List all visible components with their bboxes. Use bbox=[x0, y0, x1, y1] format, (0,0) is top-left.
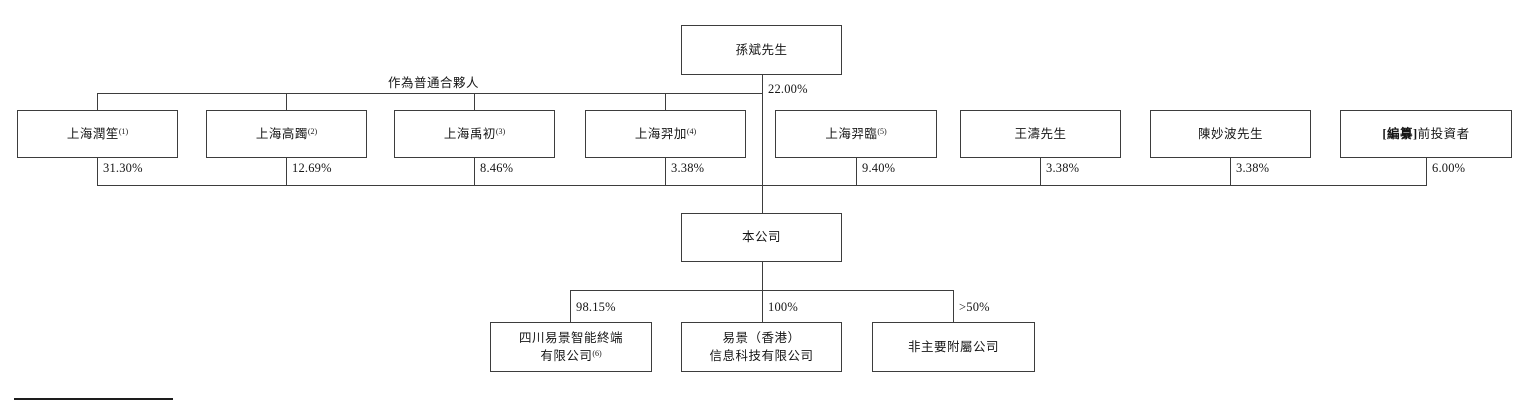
connector-stub bbox=[97, 158, 98, 186]
node-subsidiary-1: 四川易景智能終端 有限公司(6) bbox=[490, 322, 652, 372]
node-subsidiary-2: 易景（香港） 信息科技有限公司 bbox=[681, 322, 842, 372]
connector-gp-horizontal bbox=[97, 93, 763, 94]
top-holder-name: 孫斌先生 bbox=[735, 42, 788, 57]
connector-stub bbox=[286, 158, 287, 186]
node-shareholder-1: 上海潤笙(1) bbox=[17, 110, 178, 158]
ownership-percentage: 98.15% bbox=[576, 300, 616, 314]
footnote-divider bbox=[14, 398, 173, 400]
connector-center-vertical bbox=[762, 75, 763, 213]
ownership-percentage: 100% bbox=[768, 300, 798, 314]
connector-company-down bbox=[762, 262, 763, 290]
ownership-percentage-top: 22.00% bbox=[768, 82, 808, 96]
general-partner-label: 作為普通合夥人 bbox=[388, 76, 480, 90]
node-company: 本公司 bbox=[681, 213, 842, 262]
connector-stub bbox=[953, 290, 954, 322]
connector-gp-stub bbox=[665, 93, 666, 110]
node-shareholder-5: 上海羿臨(5) bbox=[775, 110, 937, 158]
connector-stub bbox=[1230, 158, 1231, 186]
ownership-percentage: 9.40% bbox=[862, 161, 896, 175]
node-shareholder-3: 上海禹初(3) bbox=[394, 110, 555, 158]
ownership-percentage: 8.46% bbox=[480, 161, 514, 175]
node-shareholder-2: 上海高躅(2) bbox=[206, 110, 367, 158]
connector-stub bbox=[1040, 158, 1041, 186]
node-shareholder-8: [編纂]前投資者 bbox=[1340, 110, 1512, 158]
connector-stub bbox=[1426, 158, 1427, 186]
node-top-holder: 孫斌先生 bbox=[681, 25, 842, 75]
connector-collector-horizontal bbox=[97, 185, 1427, 186]
node-subsidiary-3: 非主要附屬公司 bbox=[872, 322, 1035, 372]
company-name: 本公司 bbox=[741, 230, 781, 245]
connector-stub bbox=[856, 158, 857, 186]
ownership-percentage: 31.30% bbox=[103, 161, 143, 175]
node-shareholder-4: 上海羿加(4) bbox=[585, 110, 746, 158]
connector-gp-stub bbox=[474, 93, 475, 110]
ownership-percentage: >50% bbox=[959, 300, 990, 314]
ownership-percentage: 3.38% bbox=[1236, 161, 1270, 175]
connector-stub bbox=[762, 290, 763, 322]
connector-stub bbox=[665, 158, 666, 186]
ownership-percentage: 3.38% bbox=[671, 161, 705, 175]
node-shareholder-7: 陳妙波先生 bbox=[1150, 110, 1311, 158]
ownership-percentage: 6.00% bbox=[1432, 161, 1466, 175]
ownership-percentage: 12.69% bbox=[292, 161, 332, 175]
connector-stub bbox=[474, 158, 475, 186]
node-shareholder-6: 王濤先生 bbox=[960, 110, 1121, 158]
connector-stub bbox=[570, 290, 571, 322]
connector-gp-stub bbox=[286, 93, 287, 110]
connector-gp-stub bbox=[97, 93, 98, 110]
ownership-percentage: 3.38% bbox=[1046, 161, 1080, 175]
